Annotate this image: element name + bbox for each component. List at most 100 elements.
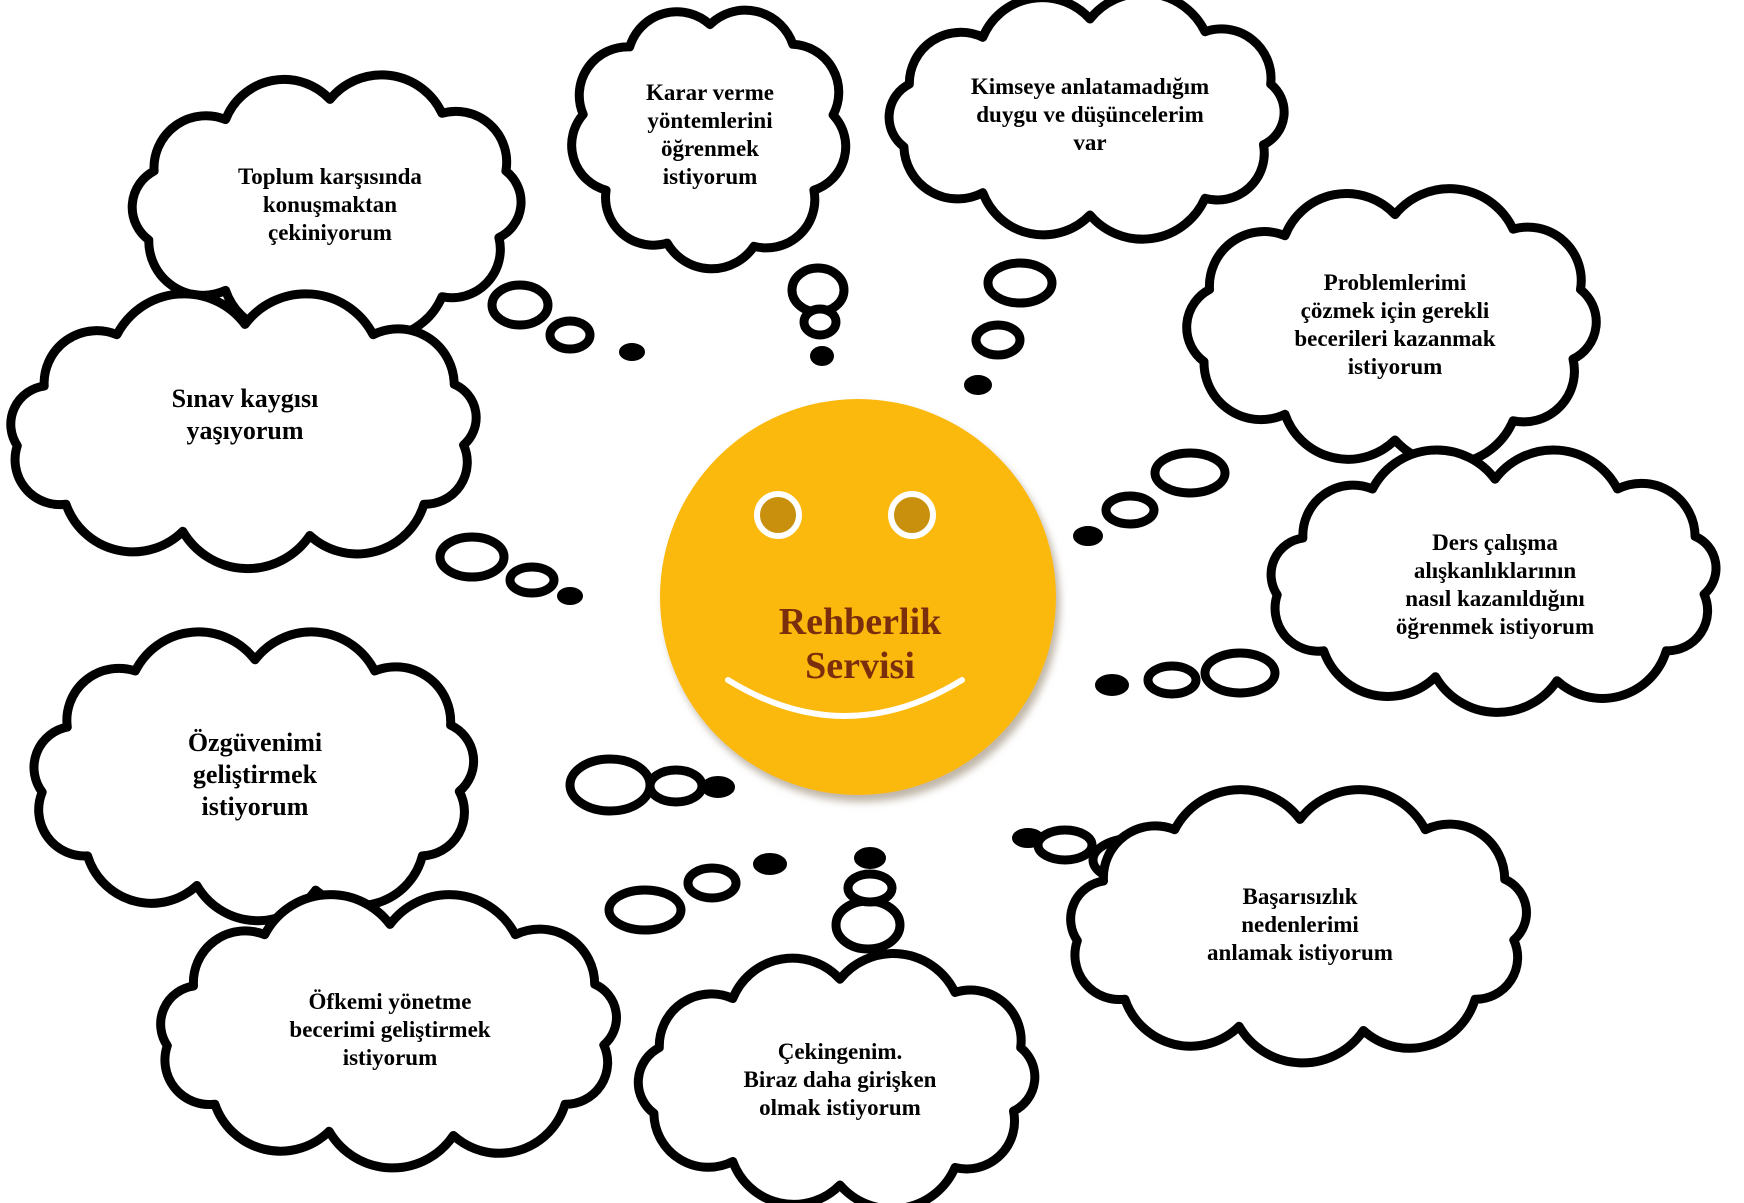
cloud-sinav	[6, 289, 481, 574]
cloud-text-line: alışkanlıklarının	[1413, 557, 1577, 583]
thought-bubbles	[435, 258, 1280, 954]
thought-bubble	[701, 776, 735, 798]
thought-bubble	[1200, 648, 1280, 698]
thought-bubble	[604, 885, 686, 935]
cloud-text-line: Çekingenim.	[777, 1038, 903, 1064]
cloud-text-line: anlamak istiyorum	[1207, 940, 1393, 966]
cloud-text-line: istiyorum	[201, 791, 309, 821]
thought-bubble	[753, 853, 787, 875]
thought-bubble	[799, 304, 841, 340]
thought-bubble	[435, 532, 509, 582]
smiley-face	[660, 399, 1056, 795]
thought-bubble	[1073, 526, 1103, 546]
cloud-text-line: Öfkemi yönetme	[308, 988, 472, 1014]
cloud-text-line: öğrenmek	[661, 136, 759, 161]
cloud-text-line: Karar verme	[646, 79, 774, 105]
cloud-text-line: becerimi geliştirmek	[289, 1016, 491, 1042]
thought-bubble	[683, 863, 741, 903]
thought-bubble	[487, 280, 553, 330]
thought-bubble	[1033, 825, 1097, 865]
thought-bubble	[810, 346, 834, 366]
cloud-karar	[567, 5, 851, 274]
cloud-text-line: öğrenmek istiyorum	[1395, 614, 1595, 640]
thought-bubble	[971, 320, 1025, 360]
cloud-text-line: becerileri kazanmak	[1294, 326, 1496, 351]
cloud-text-line: Toplum karşısında	[238, 163, 422, 189]
cloud-problem	[1182, 184, 1601, 469]
thought-bubble	[854, 847, 886, 869]
thought-bubble	[1012, 828, 1044, 848]
cloud-text-line: Biraz daha girişken	[743, 1066, 937, 1092]
thought-bubble	[983, 258, 1057, 308]
cloud-text-line: duygu ve düşüncelerim	[976, 101, 1204, 127]
cloud-text-line: Özgüvenimi	[187, 728, 323, 758]
thought-bubble	[1143, 661, 1201, 699]
thought-bubble	[843, 869, 897, 907]
thought-clouds	[6, 0, 1721, 1203]
thought-bubble	[557, 587, 583, 605]
thought-bubble	[964, 375, 992, 395]
cloud-basarisizlik	[1066, 785, 1531, 1068]
cloud-text-lines: Çekingenim.Biraz daha girişken olmak isti…	[744, 1038, 937, 1122]
cloud-text-line: geliştirmek	[192, 760, 318, 790]
cloud-kimseye	[884, 0, 1289, 244]
thought-bubble	[619, 343, 645, 361]
cloud-text-line: çözmek için gerekli	[1300, 297, 1490, 323]
cloud-text-cekingen: Çekingenim.Biraz daha girişken olmak isti…	[700, 1020, 980, 1140]
cloud-text-line: yöntemlerini	[647, 107, 773, 133]
thought-bubble	[565, 754, 655, 816]
thought-bubble	[1101, 491, 1159, 529]
thought-bubble	[545, 316, 595, 354]
center-label-line-1: Rehberlik	[778, 601, 942, 644]
cloud-text-line: istiyorum	[342, 1045, 438, 1071]
cloud-text-line: istiyorum	[1347, 354, 1443, 380]
cloud-ozguven	[29, 627, 479, 926]
cloud-text-line: Başarısızlık	[1242, 883, 1358, 909]
smile-mouth	[725, 677, 965, 719]
cloud-text-line: nedenlerimi	[1241, 911, 1359, 937]
cloud-text-line: çekiniyorum	[268, 220, 392, 246]
center-label-line-2: Servisi	[805, 645, 915, 687]
cloud-ofke	[156, 890, 621, 1173]
cloud-text-line: Problemlerimi	[1323, 269, 1467, 295]
thought-bubble	[645, 765, 707, 807]
cloud-text-line: istiyorum	[662, 164, 758, 190]
cloud-text-line: Kimseye anlatamadığım	[970, 73, 1210, 99]
cloud-ders	[1266, 445, 1721, 717]
cloud-cekingen	[633, 949, 1040, 1203]
center-label: Rehberlik Servisi	[660, 590, 1060, 700]
cloud-text-line: olmak istiyorum	[759, 1095, 921, 1121]
cloud-text-line: Sınav kaygısı	[171, 384, 319, 414]
thought-bubble	[1150, 448, 1230, 498]
thought-bubble	[1095, 674, 1129, 696]
cloud-text-line: yaşıyorum	[186, 416, 304, 445]
cloud-text-line: nasıl kazanıldığını	[1405, 586, 1585, 611]
thought-bubble	[831, 896, 905, 954]
cloud-text-line: konuşmaktan	[262, 191, 398, 217]
cloud-text-line: var	[1073, 130, 1107, 156]
right-eye	[888, 491, 936, 539]
cloud-text-line: Ders çalışma	[1432, 529, 1558, 555]
thought-bubble	[505, 562, 559, 598]
left-eye	[754, 491, 802, 539]
